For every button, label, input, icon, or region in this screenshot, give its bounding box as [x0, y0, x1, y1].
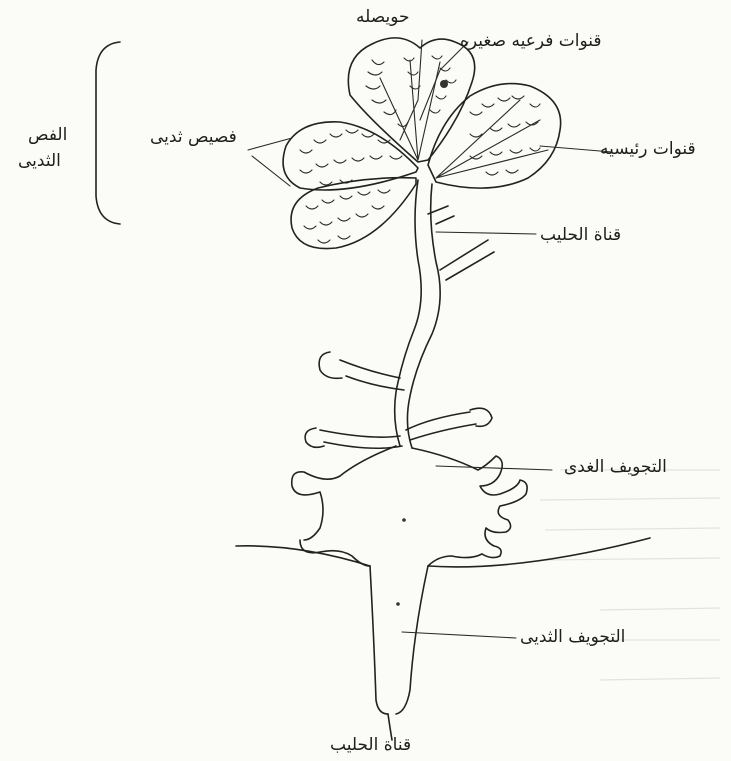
top-lobule — [348, 38, 474, 162]
label-lobule: فصيص ثديى — [150, 128, 237, 147]
label-lobe-line2: الثديى — [18, 152, 61, 171]
label-teat-cistern: التجويف الثديى — [520, 628, 625, 647]
label-lobe-line1: الفص — [28, 126, 67, 145]
label-milk-duct-bottom: قناة الحليب — [330, 736, 411, 755]
label-milk-duct-upper: قناة الحليب — [540, 226, 621, 245]
annular-fold-right — [428, 538, 650, 567]
background-scan-lines — [540, 470, 720, 680]
right-lobule — [428, 84, 561, 189]
lobe-bracket — [96, 42, 120, 224]
label-small-ducts: قنوات فرعيه صغيره — [460, 32, 602, 51]
label-alveolus: حويصله — [356, 8, 410, 27]
gland-cistern-outline — [292, 446, 527, 566]
upper-left-lobule — [283, 122, 418, 190]
label-main-ducts: قنوات رئيسيه — [600, 140, 696, 159]
label-gland-cistern: التجويف الغدى — [564, 458, 667, 477]
milk-duct-trunk — [305, 180, 494, 448]
teat-cistern-outline — [370, 566, 428, 740]
